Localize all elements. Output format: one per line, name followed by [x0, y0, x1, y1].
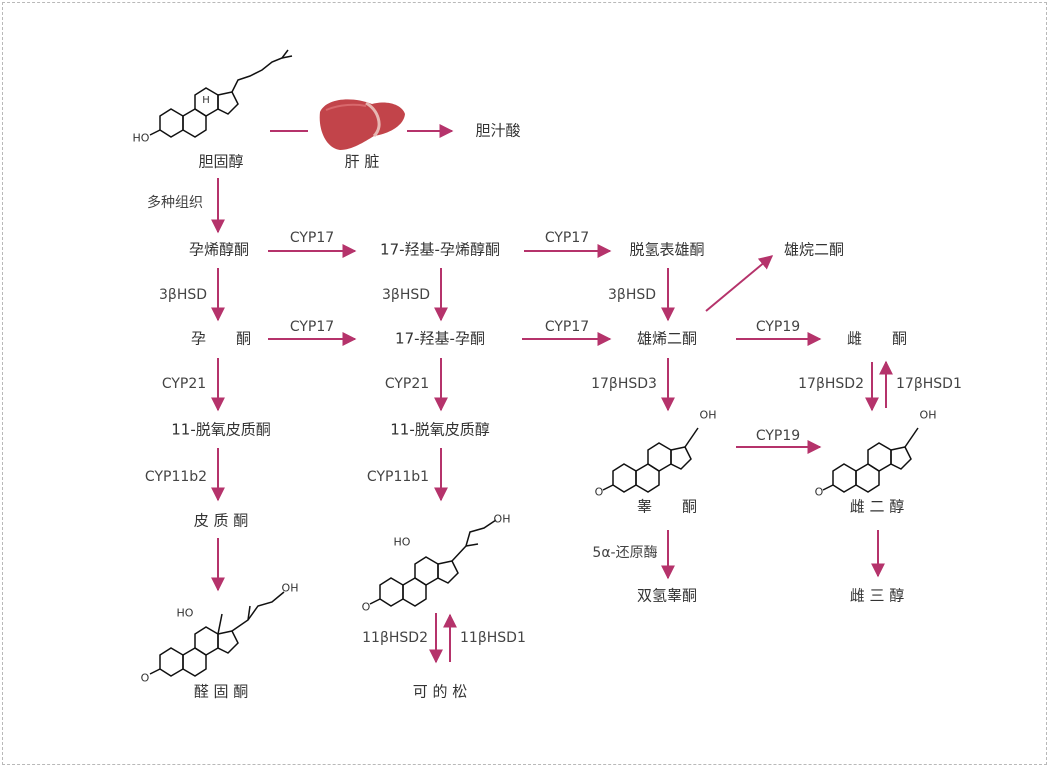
enzyme-multi-tissue: 多种组织 [147, 195, 203, 211]
label-17oh-pregnenolone: 17-羟基-孕烯醇酮 [380, 240, 500, 259]
enzyme-cyp17-b: CYP17 [544, 230, 590, 246]
enzyme-cyp11b2: CYP11b2 [144, 469, 208, 485]
label-estriol: 雌 三 醇 [849, 586, 905, 605]
enzyme-cyp21-b: CYP21 [384, 376, 430, 392]
atom-oh-testosterone: OH [699, 408, 717, 422]
enzyme-cyp11b1: CYP11b1 [366, 469, 430, 485]
atom-h-cholesterol: H [202, 95, 210, 106]
enzyme-cyp17-a: CYP17 [289, 230, 335, 246]
atom-o-cortisol: O [361, 600, 371, 614]
label-estrone: 雌 酮 [846, 329, 908, 348]
liver-icon [319, 99, 405, 150]
atom-ho-cholesterol: HO [132, 131, 150, 145]
label-cholesterol: 胆固醇 [198, 152, 244, 171]
atom-o-estradiol: O [814, 485, 824, 499]
label-11-deoxycortisol: 11-脱氧皮质醇 [390, 420, 490, 439]
testosterone-structure [602, 427, 699, 493]
enzyme-5a-reductase: 5α-还原酶 [592, 545, 658, 561]
enzyme-17bhsd2: 17βHSD2 [798, 376, 864, 392]
enzyme-3bhsd-c: 3βHSD [607, 287, 657, 303]
enzyme-3bhsd-a: 3βHSD [158, 287, 208, 303]
label-androstenedione: 雄烯二酮 [636, 329, 698, 348]
label-aldosterone: 醛 固 酮 [193, 682, 249, 701]
label-dhea: 脱氢表雄酮 [629, 240, 705, 259]
atom-oh-aldosterone: OH [281, 581, 299, 595]
label-dht: 双氢睾酮 [636, 586, 698, 605]
label-liver: 肝 脏 [344, 152, 380, 171]
enzyme-11bhsd1: 11βHSD1 [460, 630, 526, 646]
cortisol-structure [369, 519, 497, 607]
label-progesterone: 孕 酮 [190, 329, 252, 348]
label-pregnenolone: 孕烯醇酮 [188, 240, 250, 259]
enzyme-cyp21-a: CYP21 [161, 376, 207, 392]
atom-oh-estradiol: OH [919, 408, 937, 422]
label-bile-acid: 胆汁酸 [475, 121, 521, 140]
enzyme-17bhsd1: 17βHSD1 [896, 376, 962, 392]
aldosterone-structure [149, 591, 285, 677]
enzyme-3bhsd-b: 3βHSD [381, 287, 431, 303]
arrow-andro-androstane [705, 255, 774, 312]
label-corticosterone: 皮 质 酮 [193, 511, 249, 530]
label-estradiol: 雌 二 醇 [849, 497, 905, 516]
atom-oh-cortisol: OH [493, 512, 511, 526]
atom-o-aldosterone: O [140, 671, 150, 685]
enzyme-cyp19-b: CYP19 [755, 428, 801, 444]
label-androstanedione: 雄烷二酮 [783, 240, 845, 259]
label-cortisol: 可 的 松 [412, 682, 468, 701]
enzyme-17bhsd3: 17βHSD3 [591, 376, 657, 392]
cholesterol-structure [149, 49, 293, 138]
enzyme-11bhsd2: 11βHSD2 [362, 630, 428, 646]
label-11-deoxycorticosterone: 11-脱氧皮质酮 [171, 420, 271, 439]
label-testosterone: 睾 酮 [636, 497, 698, 516]
atom-o-testosterone: O [594, 485, 604, 499]
atom-ho-aldosterone: HO [176, 606, 194, 620]
enzyme-cyp17-c: CYP17 [289, 319, 335, 335]
label-17oh-progesterone: 17-羟基-孕酮 [395, 329, 485, 348]
enzyme-cyp19-a: CYP19 [755, 319, 801, 335]
estradiol-structure [822, 427, 919, 493]
enzyme-cyp17-d: CYP17 [544, 319, 590, 335]
atom-ho-cortisol: HO [393, 535, 411, 549]
